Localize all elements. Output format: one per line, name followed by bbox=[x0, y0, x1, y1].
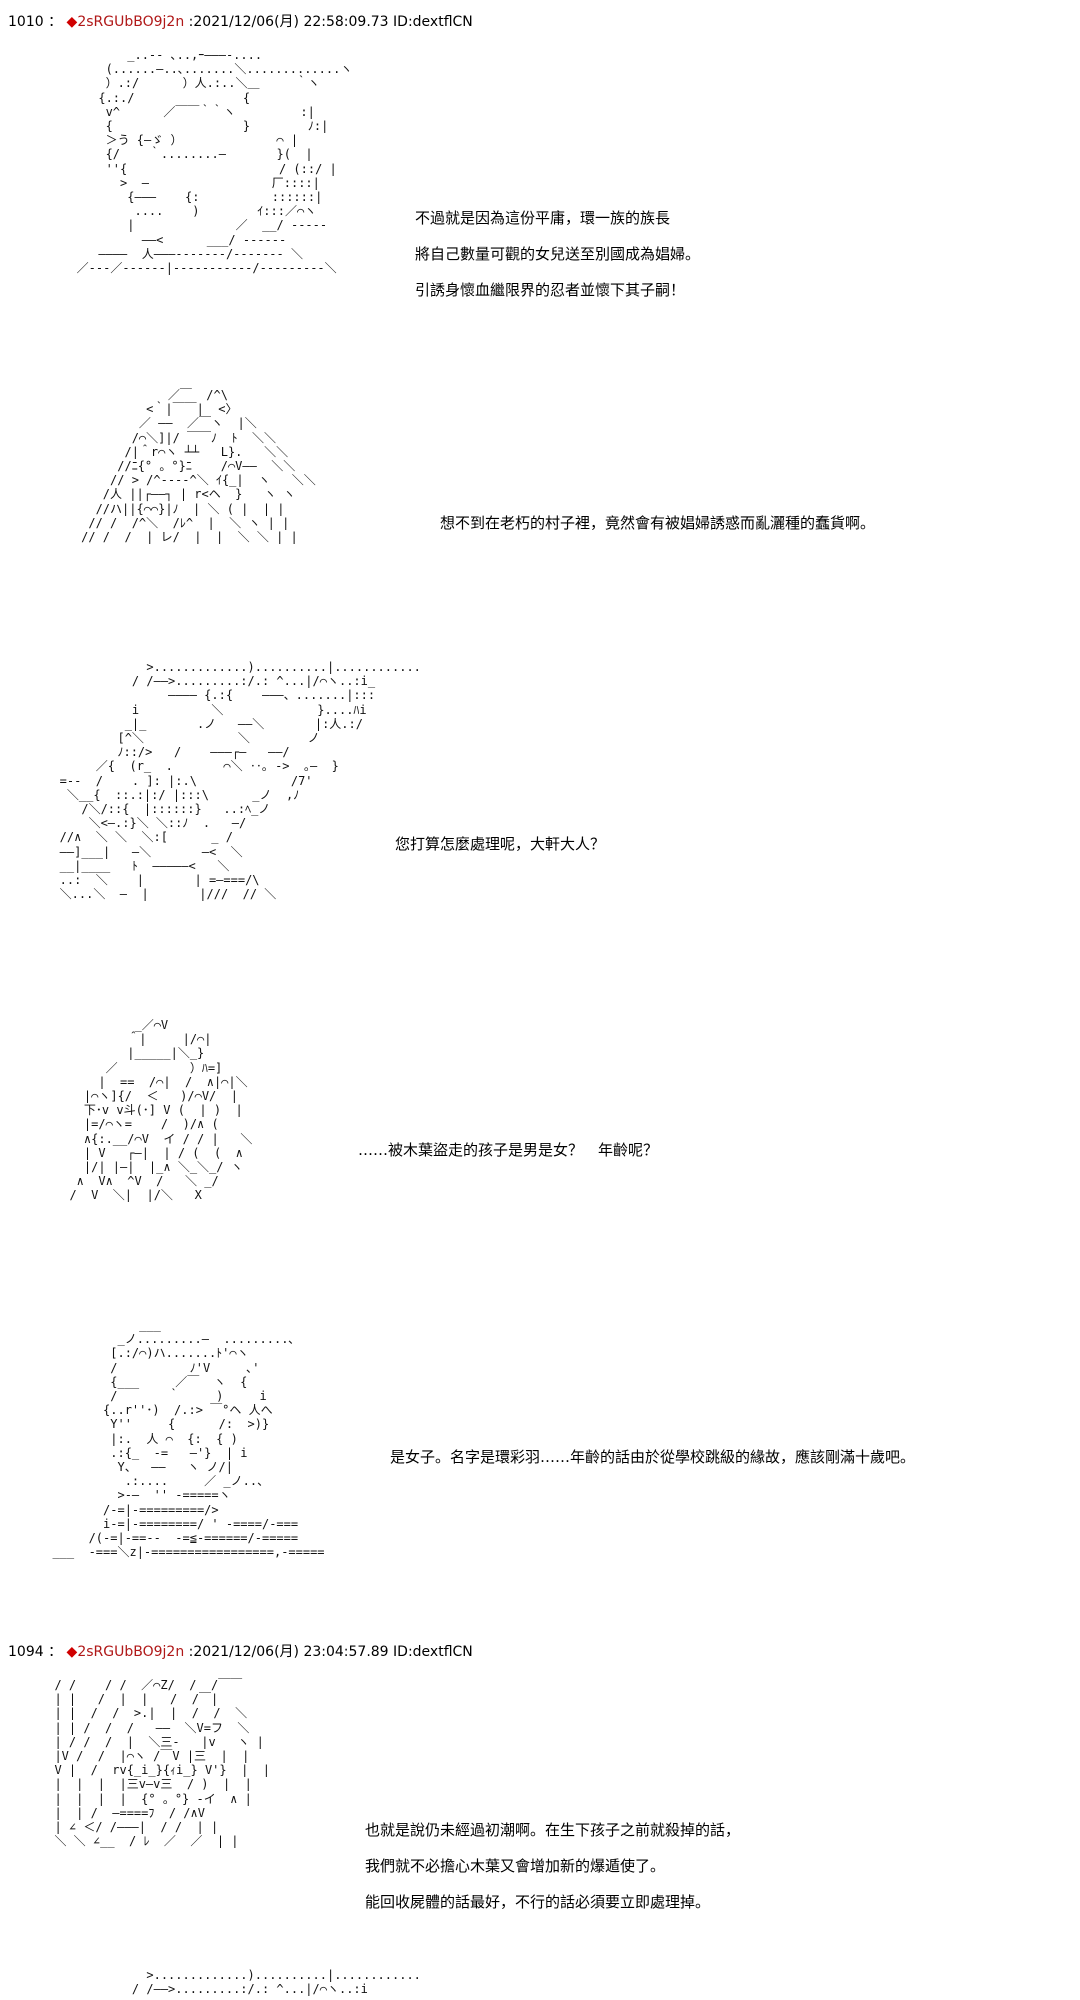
dialogue-panel-5: 是女子。名字是環彩羽……年齡的話由於從學校跳級的緣故，應該剛滿十歲吧。 bbox=[390, 1447, 915, 1467]
poster-trip[interactable]: 2sRGUbBO9j2n bbox=[77, 14, 185, 30]
ascii-art-panel-7: >.............)..........|............ /… bbox=[131, 1968, 421, 1997]
post-separator: ： bbox=[48, 1644, 63, 1660]
post-date: :2021/12/06(月) 23:04:57.89 bbox=[188, 1644, 389, 1660]
dialogue-panel-6: 也就是說仍未經過初潮啊。在生下孩子之前就殺掉的話， 我們就不必擔心木葉又會增加新… bbox=[365, 1820, 740, 1912]
dialogue-line: 引誘身懷血繼限界的忍者並懷下其子嗣！ bbox=[415, 281, 686, 299]
dialogue-panel-2: 想不到在老朽的村子裡，竟然會有被娼婦誘惑而亂灑種的蠢貨啊。 bbox=[440, 513, 875, 533]
ascii-art-panel-4: _／⌒V ＾| |/⌒| |_____|＼_} ／ ）ﾊ=] | == /⌒| … bbox=[69, 1018, 253, 1203]
post-header-1010: 1010 ： ◆2sRGUbBO9j2n :2021/12/06(月) 22:5… bbox=[8, 13, 473, 31]
dialogue-panel-4: ……被木葉盜走的孩子是男是女？ 年齡呢？ bbox=[358, 1140, 658, 1160]
dialogue-line: 是女子。名字是環彩羽……年齡的話由於從學校跳級的緣故，應該剛滿十歲吧。 bbox=[390, 1448, 916, 1466]
ascii-art-panel-1: _..-‐ ､..,ｰ―――-.... (......―..､.......＼.… bbox=[76, 48, 353, 276]
post-number: 1010 bbox=[8, 14, 44, 30]
post-header-1094: 1094 ： ◆2sRGUbBO9j2n :2021/12/06(月) 23:0… bbox=[8, 1643, 473, 1661]
dialogue-line: ……被木葉盜走的孩子是男是女？ 年齡呢？ bbox=[358, 1141, 659, 1159]
post-date: :2021/12/06(月) 22:58:09.73 bbox=[188, 14, 389, 30]
poster-id[interactable]: ID:dextflCN bbox=[393, 14, 473, 30]
dialogue-line: 也就是說仍未經過初潮啊。在生下孩子之前就殺掉的話， bbox=[365, 1821, 741, 1839]
dialogue-panel-3: 您打算怎麼處理呢，大軒大人？ bbox=[395, 834, 605, 854]
dialogue-line: 將自己數量可觀的女兒送至別國成為娼婦。 bbox=[415, 245, 701, 263]
dialogue-panel-1: 不過就是因為這份平庸，環一族的族長 將自己數量可觀的女兒送至別國成為娼婦。 引誘… bbox=[415, 208, 700, 300]
poster-id[interactable]: ID:dextflCN bbox=[393, 1644, 473, 1660]
post-number: 1094 bbox=[8, 1644, 44, 1660]
trip-diamond-icon: ◆ bbox=[66, 14, 78, 30]
dialogue-line: 我們就不必擔心木葉又會增加新的爆遁使了。 bbox=[365, 1857, 666, 1875]
ascii-art-panel-5: ___ _ノ.........― .........､ [.:/⌒)ハ.....… bbox=[52, 1318, 325, 1560]
poster-trip[interactable]: 2sRGUbBO9j2n bbox=[77, 1644, 185, 1660]
ascii-art-panel-3: >.............)..........|............ /… bbox=[59, 660, 421, 902]
post-separator: ： bbox=[48, 14, 63, 30]
dialogue-line: 不過就是因為這份平庸，環一族的族長 bbox=[415, 209, 671, 227]
dialogue-line: 能回收屍體的話最好，不行的話必須要立即處理掉。 bbox=[365, 1893, 711, 1911]
dialogue-line: 想不到在老朽的村子裡，竟然會有被娼婦誘惑而亂灑種的蠢貨啊。 bbox=[440, 514, 876, 532]
ascii-art-panel-6: / / / / ／⌒Z/ / /￣￣ | | / | | / /￣| | | /… bbox=[54, 1678, 270, 1849]
ascii-art-panel-2: ／￣ /^\ <｀|￣￣| <〉 ／ ―― ／￣ヽ |＼ /⌒＼]|/ ￣￣ﾉ … bbox=[81, 388, 316, 545]
trip-diamond-icon: ◆ bbox=[66, 1644, 78, 1660]
dialogue-line: 您打算怎麼處理呢，大軒大人？ bbox=[395, 835, 606, 853]
